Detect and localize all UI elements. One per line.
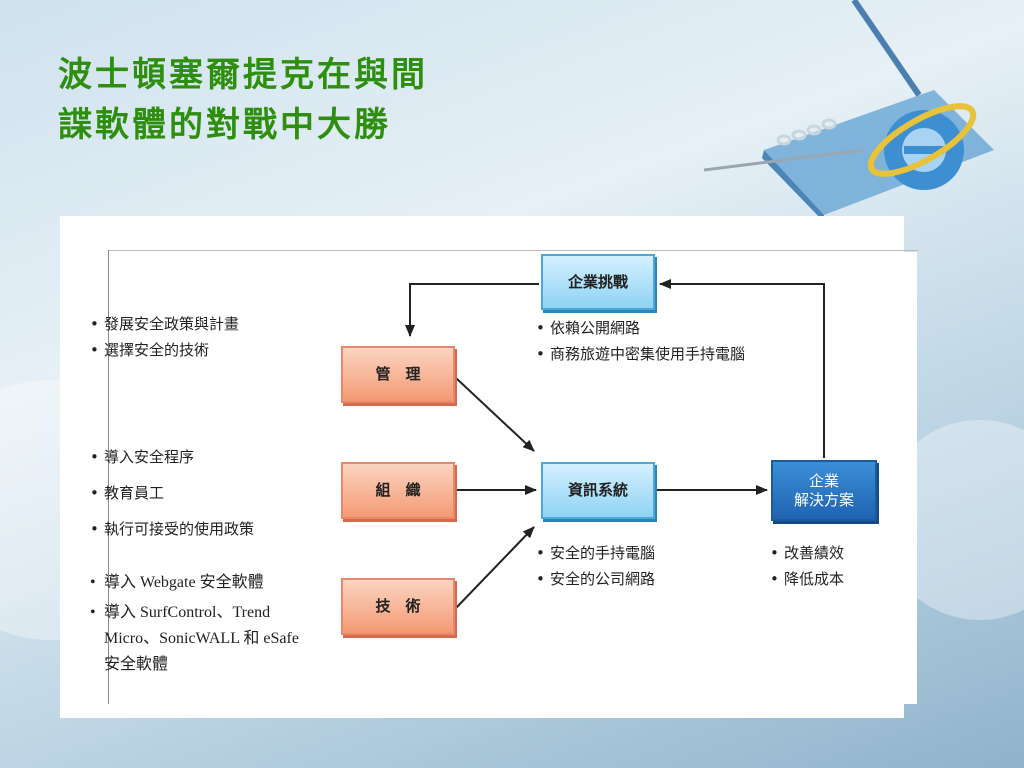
list-item: 導入 Webgate 安全軟體 [90,570,316,596]
page-title: 波士頓塞爾提克在與間 諜軟體的對戰中大勝 [58,50,428,150]
diagram-top-rule [108,250,918,251]
list-item: 導入 SurfControl、Trend Micro、SonicWALL 和 e… [90,600,316,678]
list-item: 商務旅遊中密集使用手持電腦 [536,341,826,367]
business-challenge-box: 企業挑戰 [541,254,655,310]
solution-list: 改善績效 降低成本 [770,540,890,592]
solution-label-line-1: 企業 [808,471,839,490]
list-item: 教育員工 [90,475,320,511]
arrow-challenge-to-management [405,283,539,337]
solution-label-line-2: 解決方案 [793,490,854,509]
technology-box: 技 術 [341,578,455,635]
information-system-box: 資訊系統 [541,462,655,519]
arrow-solution-to-challenge [659,279,825,458]
list-item: 依賴公開網路 [536,315,826,341]
list-item: 發展安全政策與計畫 [90,311,320,337]
title-line-2: 諜軟體的對戰中大勝 [58,105,391,145]
diagram-panel-edge [904,252,917,704]
challenge-list: 依賴公開網路 商務旅遊中密集使用手持電腦 [536,315,826,367]
list-item: 安全的手持電腦 [536,540,736,566]
ie-notebook-decoration [704,0,994,222]
management-list: 發展安全政策與計畫 選擇安全的技術 [90,311,320,363]
list-item: 選擇安全的技術 [90,337,320,363]
list-item: 改善績效 [770,540,890,566]
list-item: 導入安全程序 [90,439,320,475]
technology-list: 導入 Webgate 安全軟體 導入 SurfControl、Trend Mic… [90,570,316,678]
arrow-technology-to-infosystem [455,526,535,609]
list-item: 安全的公司網路 [536,566,736,592]
list-item: 降低成本 [770,566,890,592]
arrow-management-to-infosystem [455,377,535,452]
organization-box: 組 織 [341,462,455,519]
title-line-1: 波士頓塞爾提克在與間 [58,55,428,95]
list-item: 執行可接受的使用政策 [90,511,320,547]
info-system-list: 安全的手持電腦 安全的公司網路 [536,540,736,592]
organization-list: 導入安全程序 教育員工 執行可接受的使用政策 [90,439,320,547]
business-solution-box: 企業 解決方案 [771,460,877,521]
management-box: 管 理 [341,346,455,403]
